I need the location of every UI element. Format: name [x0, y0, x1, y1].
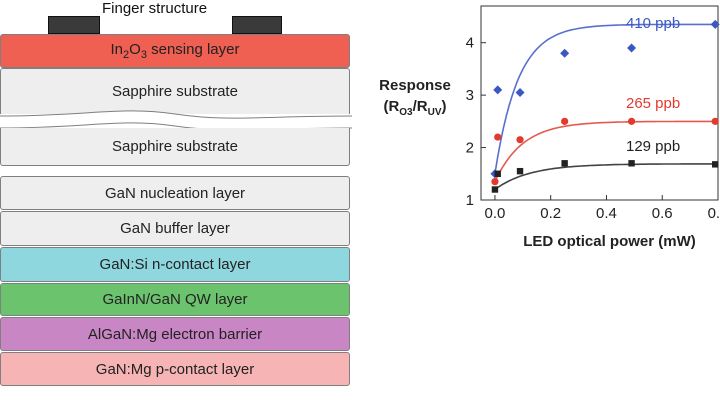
fit-curve: [494, 163, 718, 191]
plot-frame: [480, 5, 719, 201]
layer-gan-mg-p-contact: GaN:Mg p-contact layer: [0, 352, 350, 386]
y-tick-label: 2: [466, 140, 474, 157]
series-label: 129 ppb: [626, 138, 680, 155]
data-point: [710, 19, 720, 29]
data-point: [494, 170, 501, 177]
layer-gan-si-n-contact: GaN:Si n-contact layer: [0, 247, 350, 282]
x-tick-label: 0.6: [652, 205, 673, 222]
data-point: [712, 161, 719, 168]
data-point: [493, 85, 503, 95]
fit-curve: [494, 23, 718, 174]
y-tick-label: 3: [466, 87, 474, 104]
finger-electrode-right: [232, 16, 282, 34]
y-axis-label-sub: (RO3/RUV): [383, 98, 446, 118]
x-axis-label: LED optical power (mW): [523, 233, 696, 250]
layer-label: GaN buffer layer: [120, 220, 230, 237]
data-point: [515, 88, 525, 98]
data-point: [627, 43, 637, 53]
layer-label: AlGaN:Mg electron barrier: [87, 325, 263, 343]
layer-label: Sapphire substrate: [112, 138, 238, 155]
layer-label: Sapphire substrate: [112, 83, 238, 100]
layer-label: GaN nucleation layer: [104, 184, 246, 202]
data-point: [516, 167, 524, 175]
series-label: 265 ppb: [626, 95, 680, 112]
series-label: 410 ppb: [626, 15, 680, 32]
layer-label: GaN:Mg p-contact layer: [95, 360, 255, 378]
layer-label: In2O3 sensing layer: [110, 41, 240, 61]
layer-algan-mg-electron-barrier: AlGaN:Mg electron barrier: [0, 317, 350, 351]
y-tick-label: 1: [466, 192, 474, 209]
finger-electrode-left: [48, 16, 100, 34]
data-point: [516, 136, 524, 144]
data-point: [560, 48, 570, 58]
data-point: [491, 178, 499, 186]
finger-gap: [100, 24, 232, 34]
layer-stack: Finger structure In2O3 sensing layer Sap…: [0, 0, 352, 386]
data-point: [491, 186, 499, 193]
data-point: [494, 133, 502, 141]
data-point: [561, 117, 569, 125]
layer-label: GaInN/GaN QW layer: [102, 291, 248, 308]
x-tick-label: 0.4: [596, 205, 617, 222]
layer-in2o3-sensing: In2O3 sensing layer: [0, 34, 350, 68]
data-point: [627, 117, 636, 125]
x-tick-label: 0.8: [708, 205, 720, 222]
fit-curve: [494, 120, 718, 182]
finger-structure-label: Finger structure: [100, 0, 210, 17]
data-point: [628, 160, 635, 167]
data-point: [561, 160, 568, 167]
data-point: [711, 117, 719, 125]
y-axis-label: Response: [379, 77, 451, 94]
x-tick-label: 0.0: [485, 205, 506, 222]
x-tick-label: 0.2: [540, 205, 561, 222]
y-tick-label: 4: [466, 35, 474, 52]
layer-gan-buffer: GaN buffer layer: [0, 211, 350, 246]
layer-gan-nucleation: GaN nucleation layer: [0, 176, 350, 210]
layer-sapphire-substrate-bottom: Sapphire substrate: [0, 128, 350, 166]
layer-sapphire-substrate-top: Sapphire substrate: [0, 68, 350, 114]
layer-label: GaN:Si n-contact layer: [99, 256, 251, 273]
layer-gainn-gan-qw: GaInN/GaN QW layer: [0, 283, 350, 316]
